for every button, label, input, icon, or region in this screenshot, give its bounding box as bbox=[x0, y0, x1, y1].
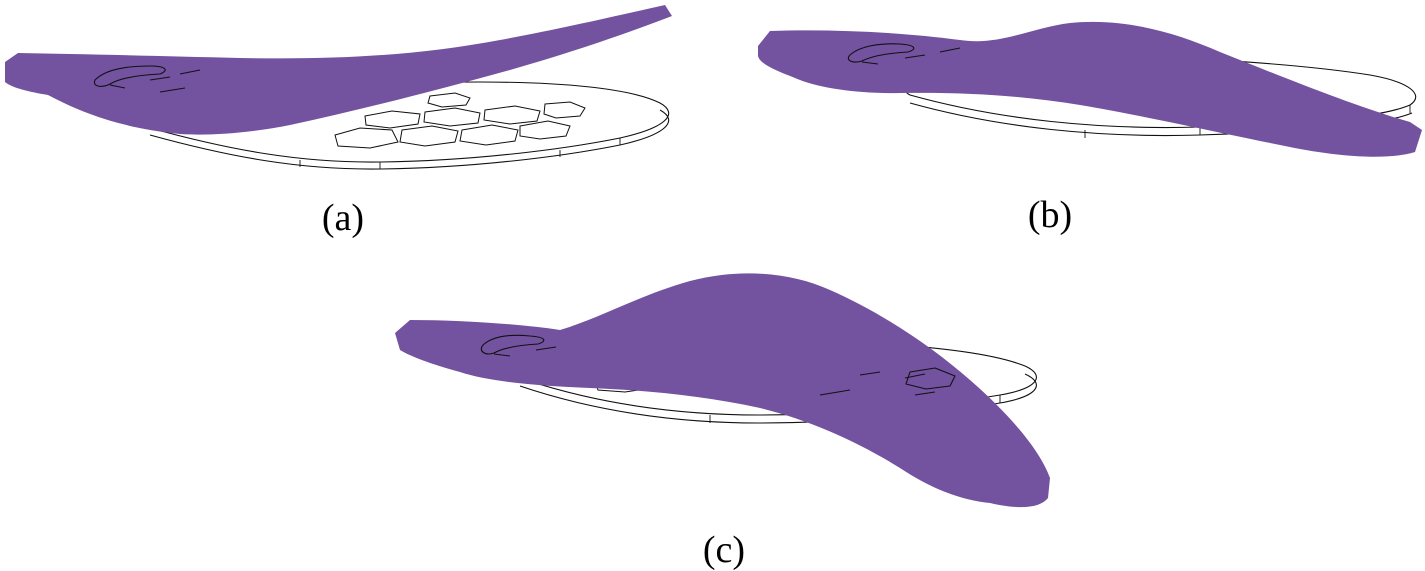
panel-a-cell-grid bbox=[334, 92, 586, 149]
panel-a-deformed-surface bbox=[5, 5, 672, 135]
panel-b-deformed-surface bbox=[758, 21, 1422, 157]
panel-c-caption: (c) bbox=[703, 529, 745, 571]
panel-b: (b) bbox=[758, 21, 1422, 236]
panel-c-deformed-surface bbox=[395, 273, 1050, 508]
panel-a-heel-outline bbox=[93, 65, 201, 93]
panel-c-heel-outline bbox=[480, 334, 557, 357]
panel-a: (a) bbox=[5, 5, 672, 239]
panel-a-caption: (a) bbox=[322, 197, 364, 239]
panel-c: (c) bbox=[395, 273, 1050, 571]
panel-c-forefoot-cells-overlay bbox=[819, 367, 956, 396]
panel-b-heel-outline bbox=[847, 43, 961, 65]
panel-a-wireframe-insole bbox=[149, 81, 670, 170]
panel-b-caption: (b) bbox=[1028, 194, 1072, 236]
